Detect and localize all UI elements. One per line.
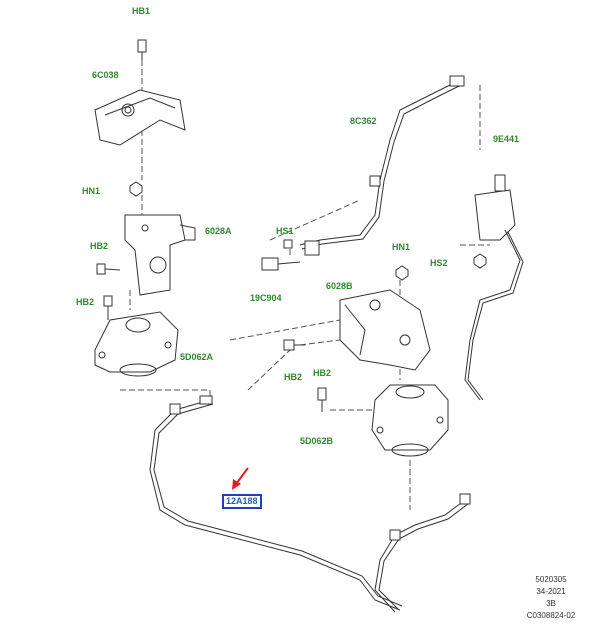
vacuum-hose-left-icon (149, 395, 403, 611)
label-12a188-highlighted[interactable]: 12A188 (222, 494, 262, 509)
bolt-hb2-b-icon (103, 295, 113, 320)
bolt-hb2-a-icon (96, 263, 121, 275)
clip-19c904-icon (261, 239, 301, 271)
engine-mount-5d062b-icon (371, 384, 449, 457)
bracket-6028b-icon (339, 289, 431, 371)
label-5d062b: 5D062B (300, 436, 334, 446)
reference-line-1: 5020305 (535, 575, 567, 584)
label-6028a: 6028A (205, 226, 232, 236)
bolt-hs2-icon (473, 253, 487, 269)
leader-lines (120, 60, 490, 510)
bolt-hb1-icon (137, 39, 147, 60)
label-hb2-a: HB2 (90, 241, 109, 251)
hose-8c362-icon (299, 75, 465, 256)
reference-line-2: 34-2021 (536, 587, 566, 596)
label-hb2-b: HB2 (76, 297, 95, 307)
label-6c038: 6C038 (92, 70, 119, 80)
heat-shield-6c038-icon (94, 89, 186, 146)
reference-line-3: 3B (546, 599, 556, 608)
label-hs2: HS2 (430, 258, 448, 268)
bolt-hb2-c-icon (283, 339, 305, 351)
label-hb1: HB1 (132, 6, 151, 16)
sensor-9e441-icon (464, 174, 524, 401)
label-5d062a: 5D062A (180, 352, 214, 362)
label-hs1: HS1 (276, 226, 294, 236)
red-arrow-icon (232, 467, 249, 490)
label-9e441: 9E441 (493, 134, 520, 144)
label-hb2-c: HB2 (284, 372, 303, 382)
label-hb2-d: HB2 (313, 368, 332, 378)
label-19c904: 19C904 (250, 293, 282, 303)
bracket-6028a-icon (124, 214, 196, 296)
vacuum-hose-right-icon (374, 493, 471, 613)
label-6028b: 6028B (326, 281, 353, 291)
nut-hn1-right-icon (395, 265, 409, 281)
reference-line-4: C0308824-02 (526, 611, 576, 620)
label-hn1-right: HN1 (392, 242, 411, 252)
label-hn1-left: HN1 (82, 186, 101, 196)
nut-hn1-left-icon (129, 181, 143, 197)
bolt-hb2-d-icon (317, 387, 327, 412)
label-8c362: 8C362 (350, 116, 377, 126)
engine-mount-5d062a-icon (94, 311, 179, 377)
